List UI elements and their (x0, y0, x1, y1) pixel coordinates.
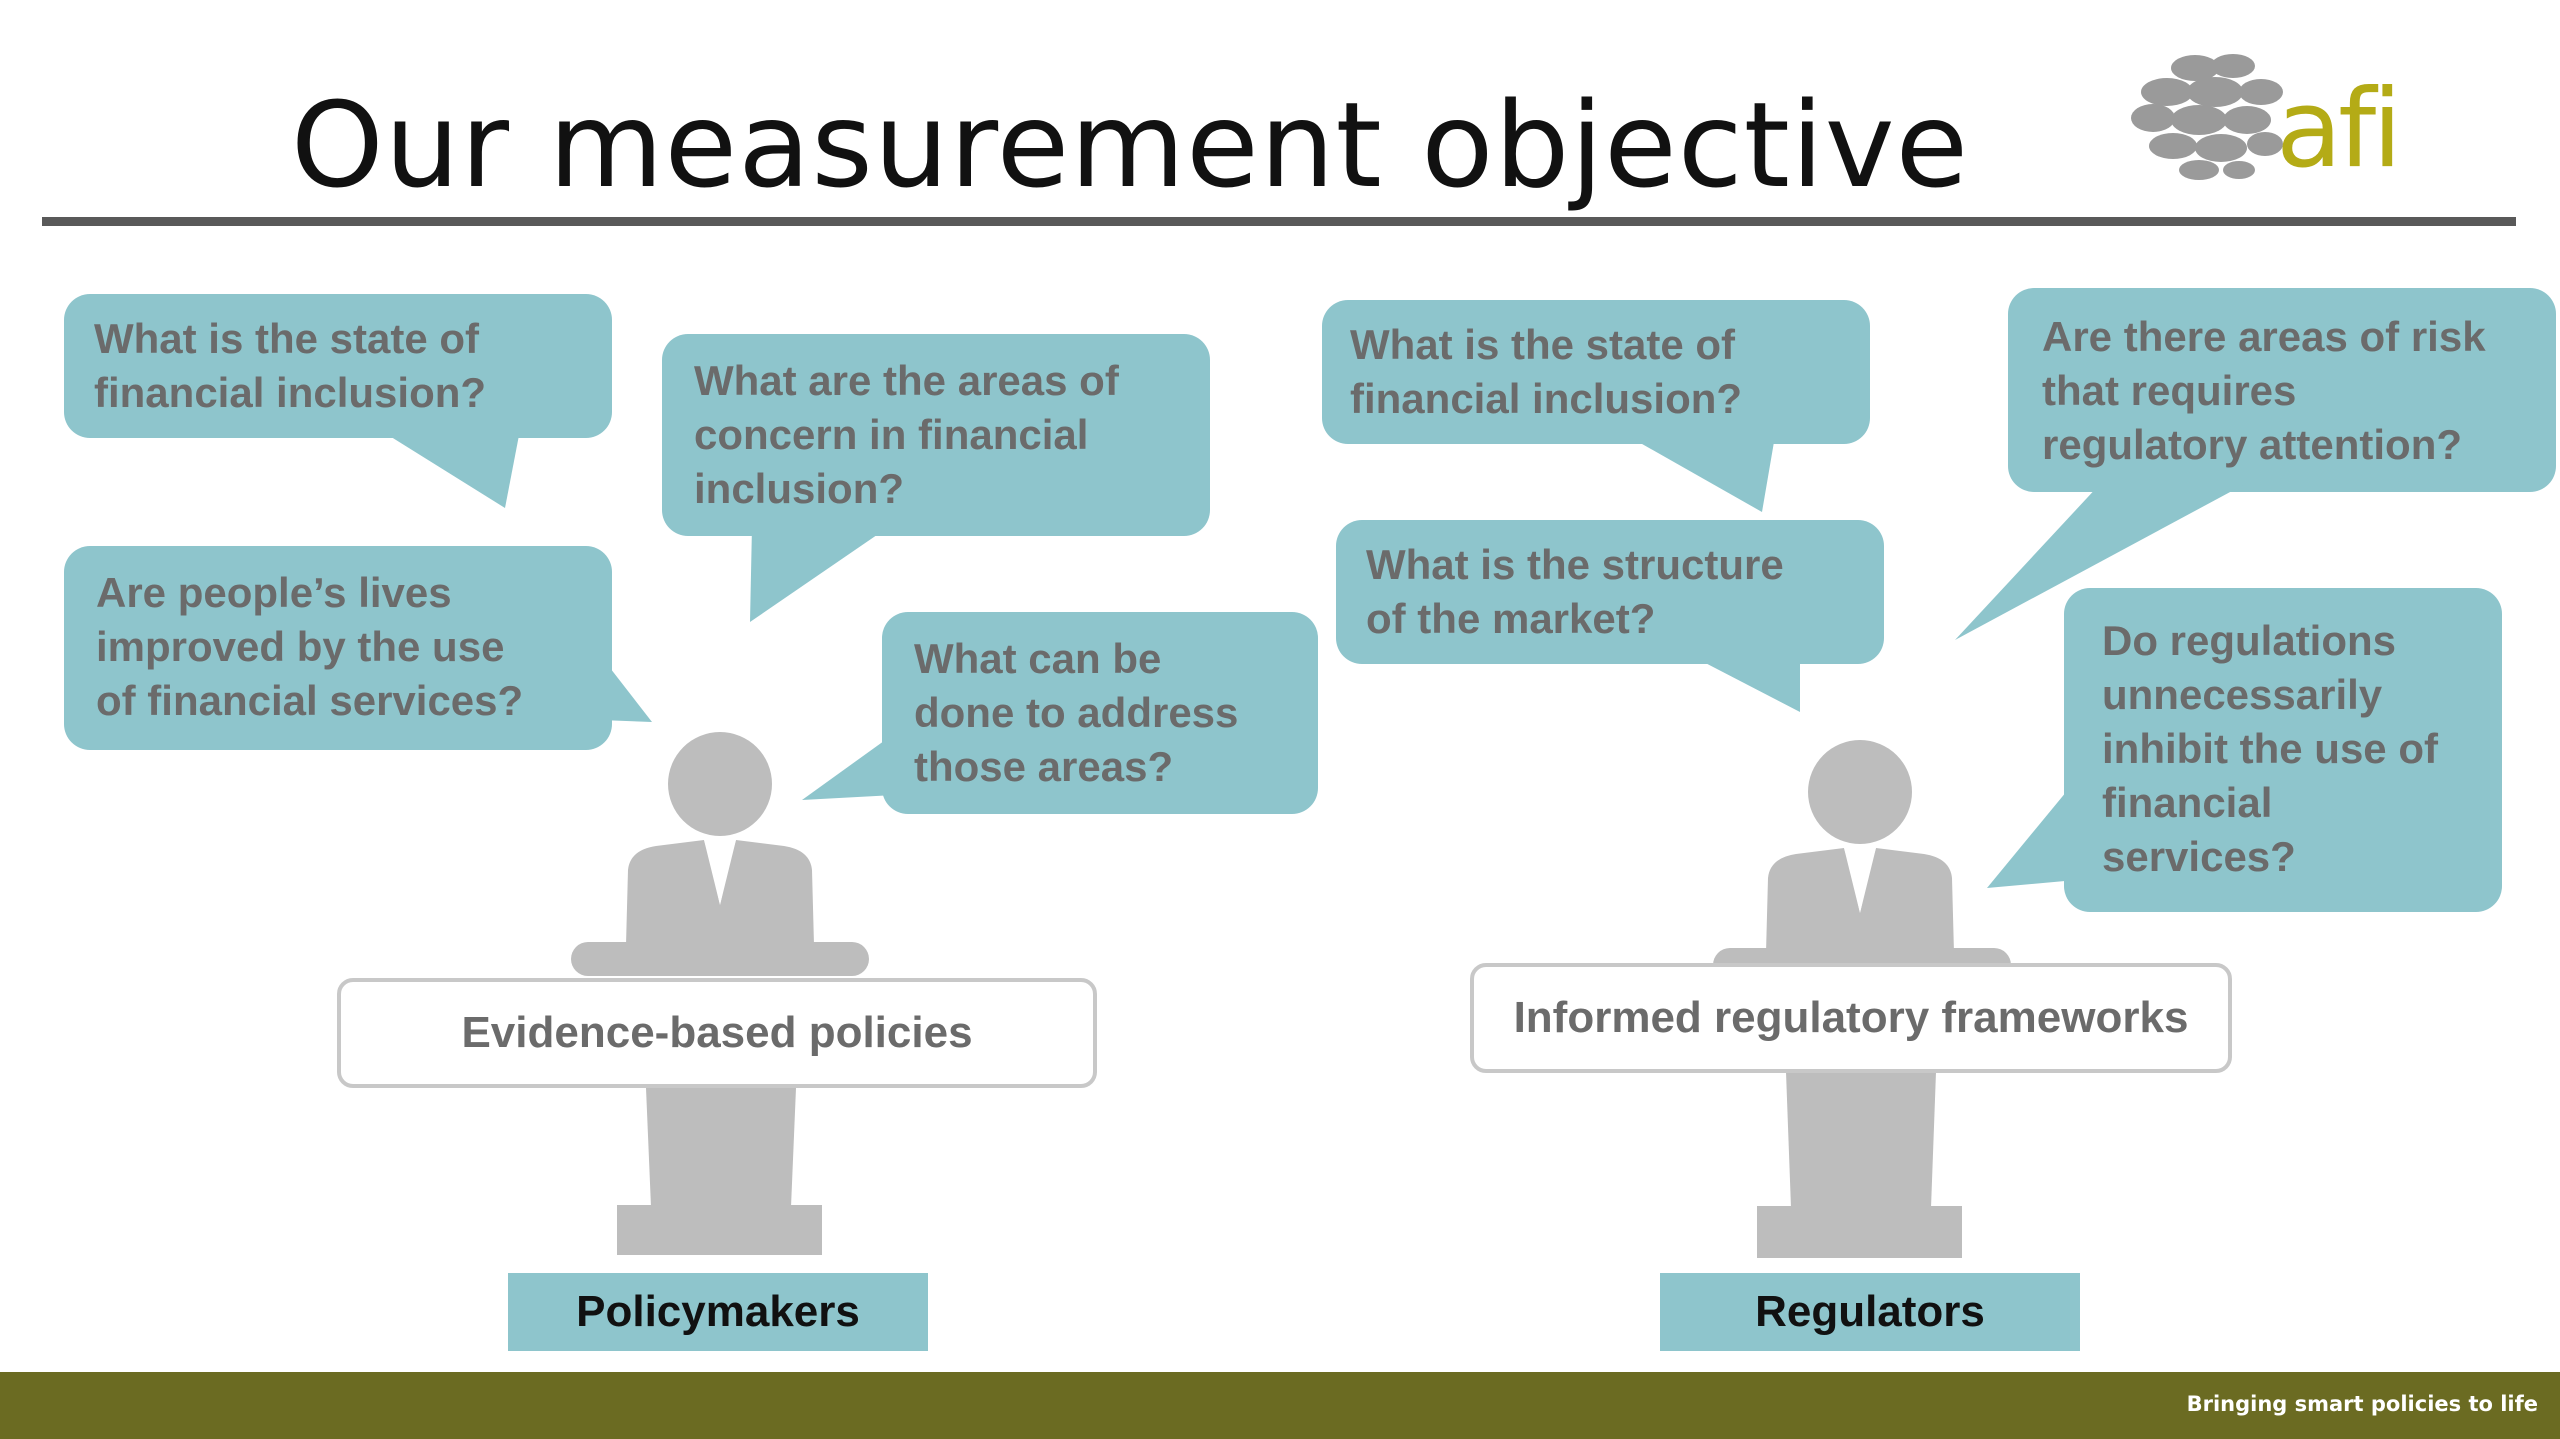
bubble-text-pm-3: Are people’s lives improved by the use o… (96, 569, 524, 724)
speech-bubble-pm-3 (64, 546, 652, 750)
speech-bubble-rg-3 (1336, 520, 1884, 712)
person-icon (626, 732, 814, 945)
role-label-regulators: Regulators (1660, 1273, 2080, 1351)
bubble-text-rg-4: Do regulations unnecessarily inhibit the… (2102, 617, 2438, 880)
footer-tagline: Bringing smart policies to life (2186, 1392, 2538, 1416)
bubble-text-rg-2: Are there areas of risk that requires re… (2042, 313, 2486, 468)
footer-bar: Bringing smart policies to life (0, 1372, 2560, 1439)
podium-label-policymakers: Evidence-based policies (337, 978, 1097, 1088)
bubble-text-pm-4: What can be done to address those areas? (914, 635, 1239, 790)
bubble-text-pm-1: What is the state of financial inclusion… (94, 315, 487, 416)
afi-logo-icon (2131, 54, 2283, 180)
bubble-text-rg-1: What is the state of financial inclusion… (1350, 321, 1743, 422)
bubble-text-pm-2: What are the areas of concern in financi… (694, 357, 1119, 512)
bubble-text-rg-3: What is the structure of the market? (1366, 541, 1784, 642)
podium-icon (571, 942, 869, 1255)
logo-text: afi (2276, 67, 2402, 192)
podium-label-regulators: Informed regulatory frameworks (1470, 963, 2232, 1073)
speech-bubble-rg-1 (1322, 300, 1870, 512)
role-label-policymakers: Policymakers (508, 1273, 928, 1351)
speech-bubble-rg-2 (1955, 288, 2556, 640)
person-icon (1766, 740, 1954, 953)
speech-bubble-pm-2 (662, 334, 1210, 622)
speech-bubble-pm-4 (802, 612, 1318, 814)
slide-title: Our measurement objective (290, 76, 1970, 214)
speech-bubble-rg-4 (1987, 588, 2502, 912)
speech-bubble-pm-1 (64, 294, 612, 508)
title-divider (42, 217, 2516, 226)
